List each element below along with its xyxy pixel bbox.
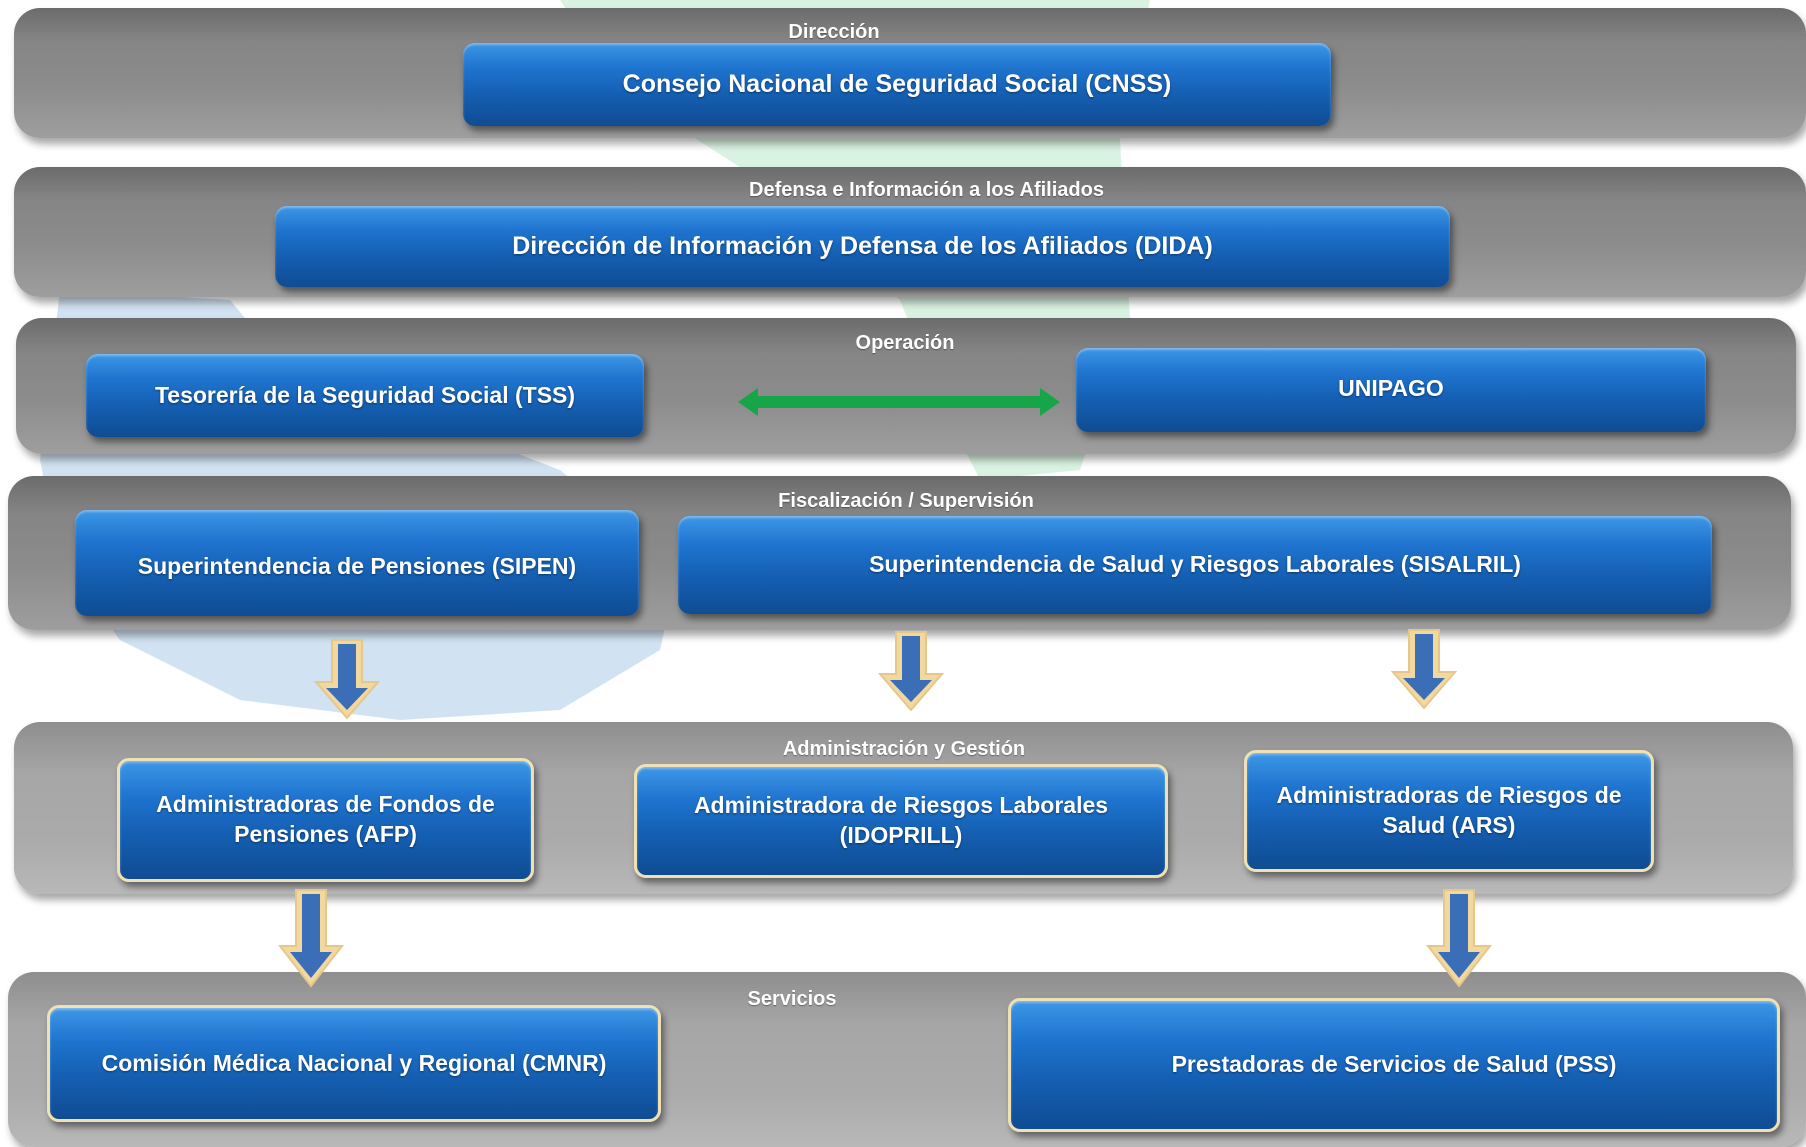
box-sisalril: Superintendencia de Salud y Riesgos Labo… bbox=[678, 516, 1712, 614]
box-afp-line2: Pensiones (AFP) bbox=[234, 821, 417, 847]
band-title-operacion: Operación bbox=[855, 332, 955, 354]
band-title-administracion: Administración y Gestión bbox=[782, 738, 1026, 760]
box-sipen: Superintendencia de Pensiones (SIPEN) bbox=[75, 510, 639, 616]
box-cmnr: Comisión Médica Nacional y Regional (CMN… bbox=[47, 1005, 661, 1122]
box-idoprill-line1: Administradora de Riesgos Laborales bbox=[693, 792, 1109, 819]
box-afp-line1: Administradoras de Fondos de bbox=[156, 791, 495, 818]
box-unipago: UNIPAGO bbox=[1076, 348, 1706, 432]
box-idoprill: Administradora de Riesgos Laborales (IDO… bbox=[634, 764, 1168, 878]
box-idoprill-line2: (IDOPRILL) bbox=[839, 822, 963, 848]
box-pss: Prestadoras de Servicios de Salud (PSS) bbox=[1008, 998, 1780, 1132]
box-tss: Tesorería de la Seguridad Social (TSS) bbox=[86, 354, 644, 437]
band-title-fiscalizacion: Fiscalización / Supervisión bbox=[778, 490, 1034, 512]
box-ars: Administradoras de Riesgos de Salud (ARS… bbox=[1244, 750, 1654, 872]
box-afp: Administradoras de Fondos de Pensiones (… bbox=[117, 758, 534, 882]
down-arrow-icon bbox=[877, 631, 945, 712]
double-headed-arrow-icon bbox=[738, 388, 1060, 416]
band-title-defensa: Defensa e Información a los Afiliados bbox=[749, 179, 1104, 201]
box-cnss: Consejo Nacional de Seguridad Social (CN… bbox=[463, 43, 1331, 126]
down-arrow-icon bbox=[313, 639, 381, 720]
box-ars-line1: Administradoras de Riesgos de bbox=[1276, 782, 1622, 809]
box-dida: Dirección de Información y Defensa de lo… bbox=[275, 206, 1450, 287]
down-arrow-icon bbox=[1390, 629, 1458, 710]
down-arrow-icon bbox=[277, 889, 345, 988]
down-arrow-icon bbox=[1425, 889, 1493, 988]
box-ars-line2: Salud (ARS) bbox=[1382, 812, 1516, 838]
band-title-servicios: Servicios bbox=[747, 988, 837, 1010]
band-title-direccion: Dirección bbox=[788, 21, 880, 43]
